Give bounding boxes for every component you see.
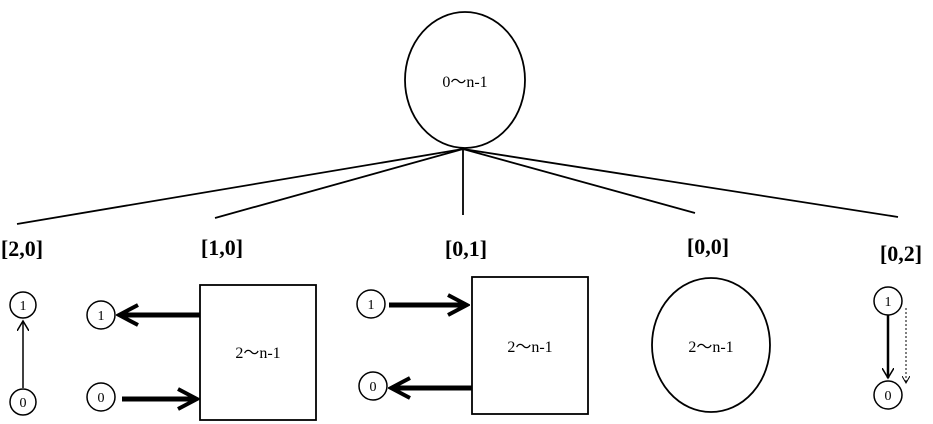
branch-line-0-0	[462, 148, 696, 214]
group-box-label: 2～n-1	[235, 345, 280, 362]
group-ellipse	[651, 277, 771, 413]
svg-text:0: 0	[370, 380, 377, 395]
subgraph-0-0: 2～n-1	[651, 277, 771, 413]
node-0	[358, 371, 388, 401]
subgraph-1-0: 1 0 2～n-1	[86, 284, 317, 421]
group-box	[471, 276, 589, 415]
svg-text:1: 1	[20, 299, 27, 314]
subgraph-0-1: 1 0 2～n-1	[356, 276, 589, 415]
node-1	[86, 300, 116, 330]
root-node: 0～n-1	[404, 11, 526, 149]
svg-text:0: 0	[885, 389, 892, 404]
node-0	[873, 380, 903, 410]
svg-text:1: 1	[368, 298, 375, 313]
node-1	[356, 289, 386, 319]
root-label: 0～n-1	[442, 74, 487, 91]
svg-text:1: 1	[885, 295, 892, 310]
subgraph-2-0: 1 0	[9, 291, 37, 416]
branch-line-2-0	[16, 148, 464, 225]
branch-label-1-0: [1,0]	[201, 235, 243, 260]
svg-text:1: 1	[98, 309, 105, 324]
group-box-label: 2～n-1	[507, 339, 552, 356]
node-0	[86, 382, 116, 412]
branch-line-1-0	[214, 148, 464, 219]
svg-text:0: 0	[98, 391, 105, 406]
node-1	[9, 291, 37, 319]
branch-label-0-0: [0,0]	[687, 234, 729, 259]
branch-label-0-1: [0,1]	[445, 236, 487, 261]
branch-lines	[16, 148, 899, 225]
subgraph-0-2: 1 0	[873, 286, 906, 410]
branch-line-0-2	[462, 148, 899, 218]
node-0	[9, 388, 37, 416]
svg-text:0: 0	[20, 396, 27, 411]
branch-label-2-0: [2,0]	[1, 236, 43, 261]
group-box	[199, 284, 317, 421]
branch-label-0-2: [0,2]	[880, 241, 922, 266]
group-ellipse-label: 2～n-1	[688, 339, 733, 356]
